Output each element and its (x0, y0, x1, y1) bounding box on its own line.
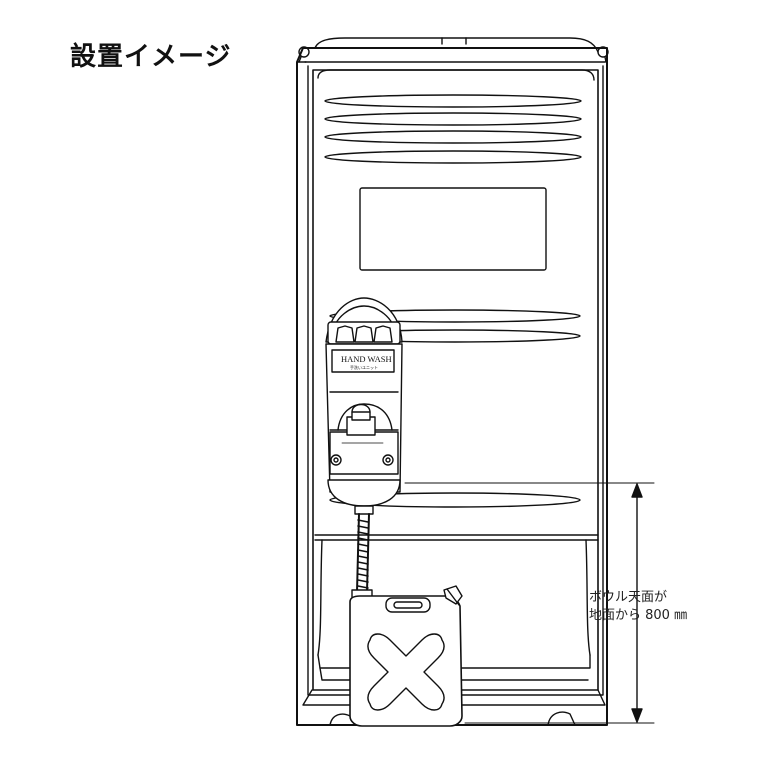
drain-hose (351, 513, 373, 599)
booth-window (359, 187, 547, 271)
water-tank (349, 585, 463, 727)
dimension-label-line1: ボウル天面が (589, 590, 668, 605)
roof-hook-left (298, 46, 310, 63)
ventilation-louvers (324, 94, 582, 164)
hand-wash-unit (325, 297, 403, 515)
sink-label: HAND WASH (341, 354, 392, 364)
height-dimension-line (404, 482, 655, 724)
sink-sub-label: 手洗いユニット (350, 364, 378, 370)
dimension-label-line2: 地面から 800 ㎜ (589, 608, 688, 623)
page-title: 設置イメージ (70, 42, 232, 72)
roof-hook-right (597, 46, 609, 63)
